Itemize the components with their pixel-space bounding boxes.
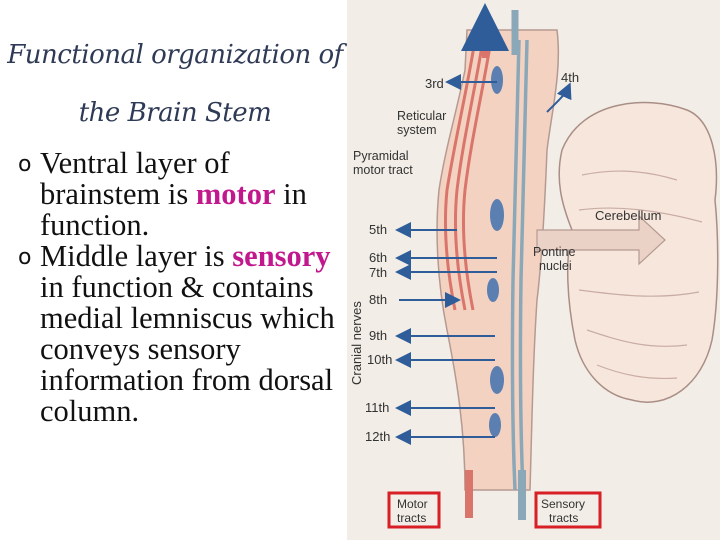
label-motor-tracts: tracts (397, 511, 426, 525)
bullet-2-text: Middle layer is (40, 239, 233, 273)
label-sensory-tracts: tracts (549, 511, 578, 525)
slide-title-line-2: the Brain Stem (78, 98, 272, 128)
bullet-1-highlight: motor (195, 177, 276, 211)
label-cranial-nerves: Cranial nerves (349, 301, 364, 385)
slide-title-line-1: Functional organization of (7, 40, 343, 70)
bullet-1-text-end: in function. (40, 177, 307, 242)
bullet-2-text-end: in function & contains medial lemniscus … (40, 270, 335, 428)
bullet-item-middle-layer: o Middle layer is sensory in function & c… (18, 241, 348, 427)
nucleus-oval (490, 366, 504, 394)
label-5th: 5th (369, 222, 387, 237)
pontine-cerebellum-arrow (536, 214, 666, 266)
label-pyramidal: Pyramidal (353, 149, 409, 163)
sensory-tracts-box (534, 491, 602, 529)
nucleus-oval (487, 278, 499, 302)
bullet-2-highlight: sensory (232, 239, 331, 273)
label-reticular: Reticular (397, 109, 446, 123)
label-9th: 9th (369, 328, 387, 343)
brainstem-body (436, 29, 560, 491)
bullet-item-ventral-layer: o Ventral layer of brainstem is motor in … (18, 148, 348, 241)
label-12th: 12th (365, 429, 390, 444)
label-7th: 7th (369, 265, 387, 280)
motor-tracts-box (387, 491, 441, 529)
label-sensory: Sensory (541, 497, 585, 511)
brainstem-diagram: 3rd 4th Reticular system Pyramidal motor… (347, 0, 720, 540)
label-4th: 4th (561, 70, 579, 85)
brainstem-svg: 3rd 4th Reticular system Pyramidal motor… (349, 3, 719, 529)
label-10th: 10th (367, 352, 392, 367)
cerebellum-folia (578, 170, 703, 379)
nucleus-oval (490, 199, 504, 231)
nerve-arrow-4th (546, 82, 572, 113)
bullet-mark: o (18, 245, 32, 270)
label-8th: 8th (369, 292, 387, 307)
label-reticular-system: system (397, 123, 437, 137)
label-11th: 11th (365, 400, 389, 415)
label-6th: 6th (369, 250, 387, 265)
label-3rd: 3rd (425, 76, 444, 91)
label-motor-tract: motor tract (353, 163, 413, 177)
label-motor: Motor (397, 497, 428, 511)
nucleus-oval (491, 66, 503, 94)
sensory-fibers (510, 39, 529, 491)
label-pontine: Pontine (533, 245, 575, 259)
bullet-1-text: Ventral layer of brainstem is (40, 146, 230, 211)
bullet-mark: o (18, 152, 32, 177)
bullet-list: o Ventral layer of brainstem is motor in … (18, 148, 348, 427)
label-cerebellum: Cerebellum (595, 208, 661, 223)
label-nuclei: nuclei (539, 259, 572, 273)
nucleus-oval (489, 413, 501, 437)
